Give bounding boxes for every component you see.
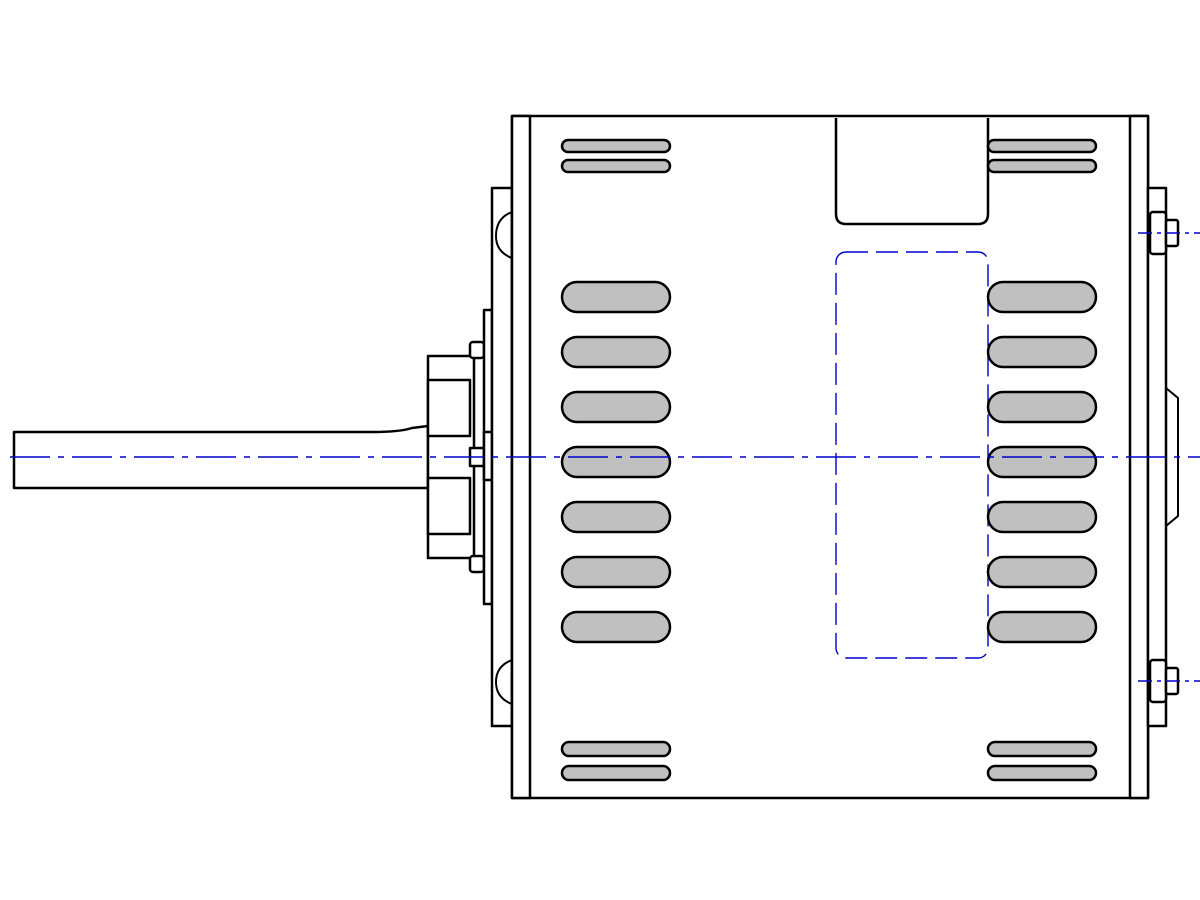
vent-slot-left-bottom — [560, 740, 672, 758]
vent-slot-left-middle — [560, 445, 672, 479]
vent-slot-right-middle — [986, 610, 1098, 644]
vent-slot-left-top — [560, 158, 672, 174]
vent-slot-right-middle — [986, 335, 1098, 369]
vent-slot-right-bottom — [986, 740, 1098, 758]
vent-slot-left-middle — [560, 390, 672, 424]
vent-slot-left-middle — [560, 280, 672, 314]
vent-slot-left-middle — [560, 610, 672, 644]
vent-slot-right-bottom — [986, 764, 1098, 782]
vent-slot-left-bottom — [560, 764, 672, 782]
vent-slot-left-middle — [560, 555, 672, 589]
vent-slot-right-top — [986, 138, 1098, 154]
vent-slot-right-middle — [986, 445, 1098, 479]
vent-slot-left-middle — [560, 335, 672, 369]
vent-slots — [560, 138, 1098, 782]
hidden-component-outline — [835, 251, 989, 659]
terminal-box — [834, 118, 990, 226]
vent-slot-right-middle — [986, 500, 1098, 534]
vent-slot-left-top — [560, 138, 672, 154]
vent-slot-right-middle — [986, 390, 1098, 424]
vent-slot-right-top — [986, 158, 1098, 174]
vent-slot-right-middle — [986, 555, 1098, 589]
vent-slot-right-middle — [986, 280, 1098, 314]
vent-slot-left-middle — [560, 500, 672, 534]
